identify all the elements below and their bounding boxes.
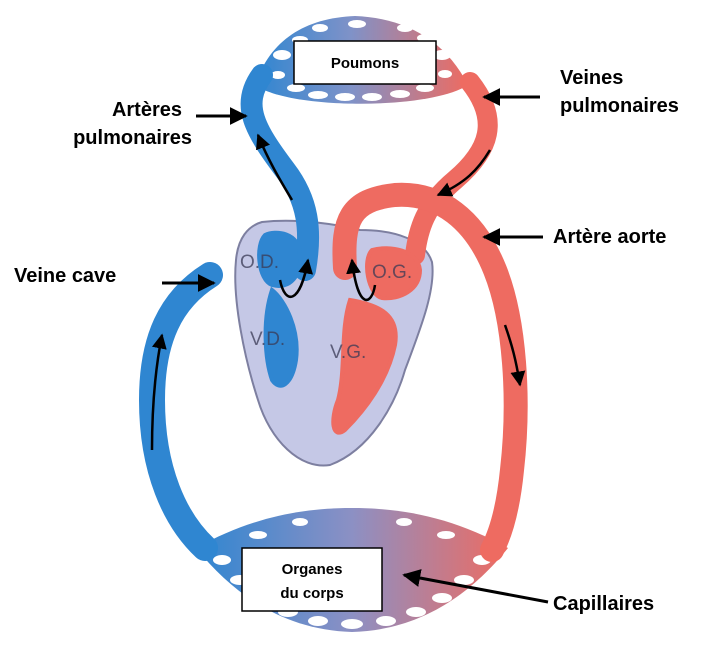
veines-pulmonaires-line2: pulmonaires [560,95,679,117]
poumons-label: Poumons [331,55,399,72]
chamber-vg: V.G. [330,342,366,363]
poumons-box: Poumons [294,41,436,84]
arteres-pulmonaires-line1: Artères [112,99,182,121]
capillaires-label: Capillaires [553,593,654,615]
veine-cave-label: Veine cave [14,265,116,287]
chamber-og: O.G. [372,262,412,283]
vena-cava [152,275,210,548]
veines-pulmonaires-line1: Veines [560,67,623,89]
organes-label-line1: Organes [282,561,343,578]
chamber-od: O.D. [240,252,279,273]
arteres-pulmonaires-line2: pulmonaires [73,127,192,149]
organes-box: Organes du corps [242,548,382,611]
organes-label-line2: du corps [280,585,343,602]
chamber-vd: V.D. [250,329,285,350]
artere-aorte-label: Artère aorte [553,226,666,248]
